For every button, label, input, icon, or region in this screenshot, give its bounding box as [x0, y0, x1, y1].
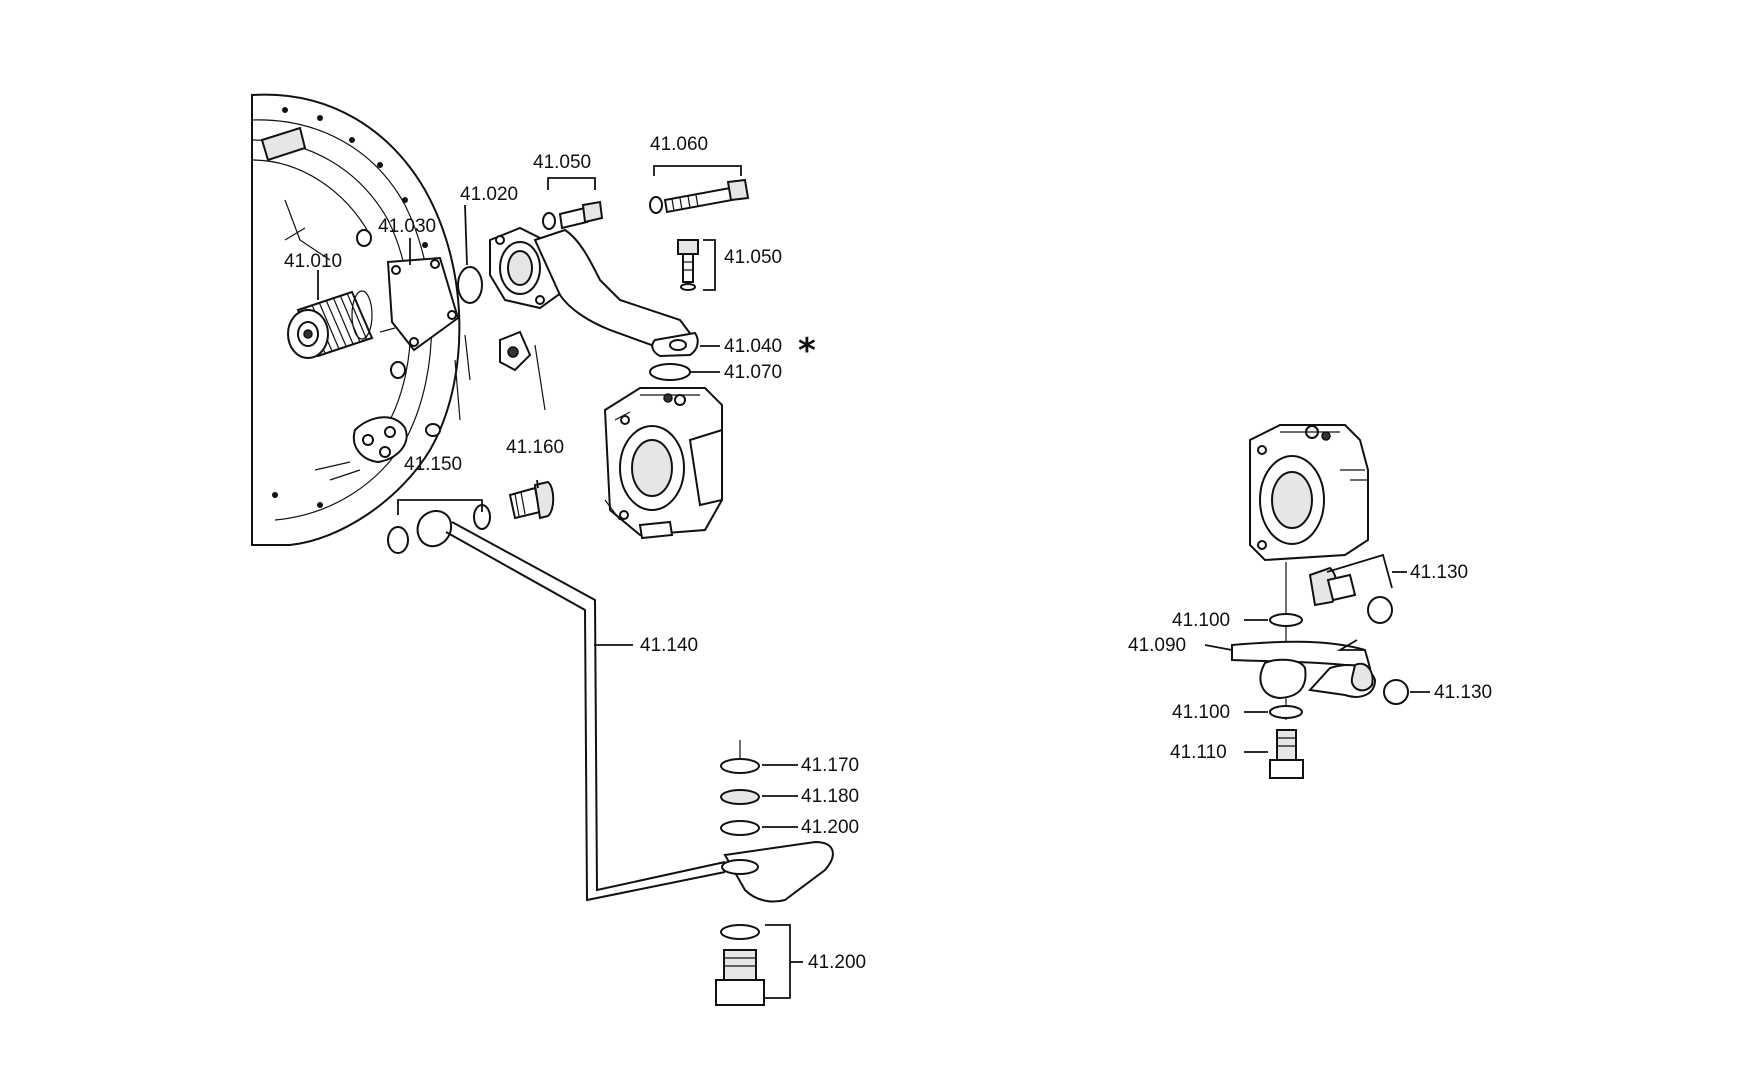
seal-ring-41100-top [1269, 613, 1303, 627]
seal-ring-41150-a [387, 526, 409, 554]
o-ring-41070 [649, 363, 691, 381]
label-41160: 41.160 [506, 437, 564, 458]
label-41200-top: 41.200 [801, 817, 859, 838]
banjo-bolt-41130 [1308, 566, 1357, 607]
seal-ring-41130-bottom [1383, 679, 1409, 705]
oil-pump-body-right [1249, 424, 1369, 562]
label-41050-side: 41.050 [724, 247, 782, 268]
label-41100-bottom: 41.100 [1172, 702, 1230, 723]
seal-ring-41200-low [720, 924, 760, 940]
label-41100-top: 41.100 [1172, 610, 1230, 631]
washer-41180 [720, 789, 760, 805]
washer-41170 [720, 758, 760, 774]
label-41150: 41.150 [404, 454, 462, 475]
plug-41110 [1269, 729, 1304, 779]
label-41060: 41.060 [650, 134, 708, 155]
label-41070: 41.070 [724, 362, 782, 383]
bolt-41060 [649, 178, 750, 214]
seal-ring-41130-top [1367, 596, 1393, 624]
label-41090: 41.090 [1128, 635, 1186, 656]
label-41030: 41.030 [378, 216, 436, 237]
seal-ring-41200-top [720, 820, 760, 836]
oil-pipe-41140 [416, 510, 834, 903]
plug-41200 [715, 949, 765, 1006]
o-ring-41020 [457, 266, 483, 304]
bolt-41050-top [542, 200, 604, 230]
seal-ring-41100-bottom [1269, 705, 1303, 719]
label-41130-top: 41.130 [1410, 562, 1468, 583]
label-41110: 41.110 [1170, 742, 1227, 763]
banjo-pipe-41090 [1231, 640, 1377, 700]
label-41040: 41.040 [724, 336, 782, 357]
label-41140: 41.140 [640, 635, 698, 656]
label-41200-bottom: 41.200 [808, 952, 866, 973]
label-41040-mark: * [798, 331, 816, 371]
label-41130-bottom: 41.130 [1434, 682, 1492, 703]
bolt-41050-side [677, 239, 699, 291]
filter-cartridge [287, 290, 374, 359]
label-41170: 41.170 [801, 755, 859, 776]
leader-lines [317, 165, 1430, 999]
oil-pump-body [603, 387, 723, 540]
label-41010: 41.010 [284, 251, 342, 272]
banjo-bolt-41160 [508, 480, 555, 520]
label-41180: 41.180 [801, 786, 859, 807]
label-41020: 41.020 [460, 184, 518, 205]
gasket-plate [379, 256, 460, 352]
label-41050-top: 41.050 [533, 152, 591, 173]
suction-flange-pipe [489, 226, 699, 358]
